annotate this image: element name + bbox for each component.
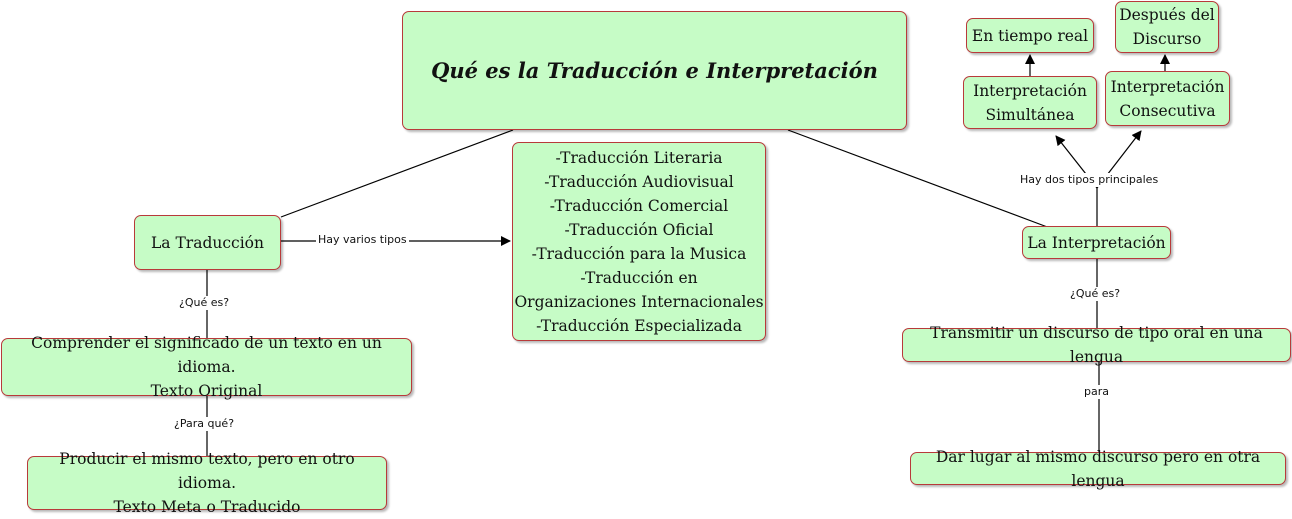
- concept-simultanea[interactable]: Interpretación Simultánea: [963, 76, 1097, 129]
- link-label-hay-varios-tipos: Hay varios tipos: [316, 233, 409, 247]
- concept-transmitir-text: Transmitir un discurso de tipo oral en u…: [930, 324, 1263, 366]
- concept-consecutiva[interactable]: Interpretación Consecutiva: [1105, 71, 1230, 126]
- concept-transmitir[interactable]: Transmitir un discurso de tipo oral en u…: [902, 324, 1291, 366]
- concept-producir-text: Producir el mismo texto, pero en otro id…: [59, 450, 355, 516]
- concept-consecutiva-text: Interpretación Consecutiva: [1110, 77, 1225, 120]
- concept-producir[interactable]: Producir el mismo texto, pero en otro id…: [27, 450, 387, 516]
- concept-tiempo-real[interactable]: En tiempo real: [966, 18, 1094, 53]
- concept-comprender[interactable]: Comprender el significado de un texto en…: [1, 334, 412, 400]
- link-title-interpretacion: [787, 129, 1051, 229]
- concept-simultanea-text: Interpretación Simultánea: [973, 81, 1087, 124]
- concept-la-traduccion[interactable]: La Traducción: [134, 215, 281, 270]
- concept-tipos-traduccion-text: -Traducción Literaria -Traducción Audiov…: [514, 148, 764, 335]
- link-label-que-es-left: ¿Qué es?: [177, 296, 232, 310]
- concept-la-interpretacion[interactable]: La Interpretación: [1022, 226, 1171, 259]
- concept-la-interpretacion-text: La Interpretación: [1027, 233, 1166, 252]
- concept-tipos-traduccion[interactable]: -Traducción Literaria -Traducción Audiov…: [512, 142, 766, 341]
- concept-comprender-text: Comprender el significado de un texto en…: [31, 334, 382, 400]
- concept-dar-lugar-text: Dar lugar al mismo discurso pero en otra…: [935, 447, 1261, 490]
- link-label-para: para: [1082, 385, 1111, 399]
- link-label-que-es-right: ¿Qué es?: [1068, 287, 1123, 301]
- concept-dar-lugar[interactable]: Dar lugar al mismo discurso pero en otra…: [910, 448, 1286, 490]
- concept-title[interactable]: Qué es la Traducción e Interpretación: [402, 11, 907, 130]
- concept-title-text: Qué es la Traducción e Interpretación: [431, 57, 878, 83]
- link-label-hay-dos-tipos: Hay dos tipos principales: [1018, 173, 1161, 187]
- concept-tiempo-real-text: En tiempo real: [971, 26, 1089, 45]
- concept-la-traduccion-text: La Traducción: [151, 233, 264, 252]
- concept-despues-discurso[interactable]: Después del Discurso: [1115, 1, 1219, 53]
- link-label-para-que: ¿Para qué?: [172, 417, 237, 431]
- link-title-traduccion: [280, 129, 514, 218]
- concept-despues-discurso-text: Después del Discurso: [1119, 6, 1215, 48]
